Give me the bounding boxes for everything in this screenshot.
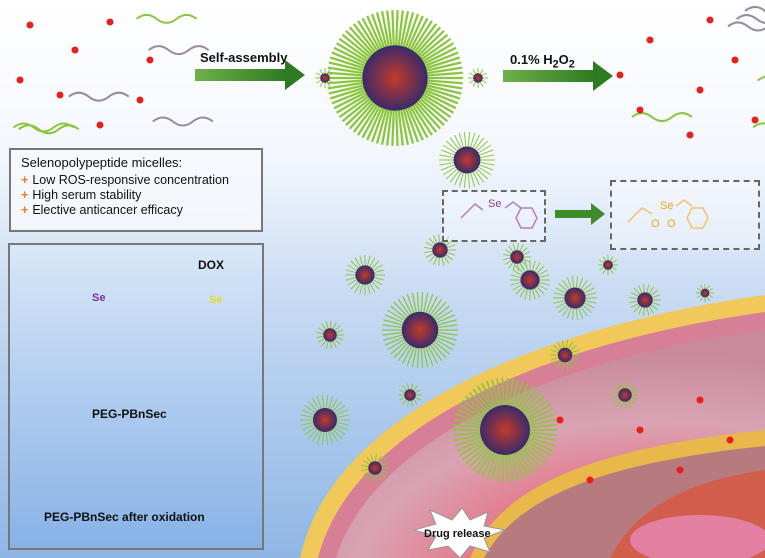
reaction-o1: O xyxy=(651,218,660,230)
reaction-se-after: Se xyxy=(660,200,673,212)
dox-dot xyxy=(637,427,644,434)
micelle xyxy=(439,132,495,188)
dox-dot xyxy=(557,417,564,424)
dox-dot xyxy=(697,87,704,94)
feature-item: + High serum stability xyxy=(21,188,251,203)
dox-dot xyxy=(57,92,64,99)
dox-dot xyxy=(687,132,694,139)
reaction-arrow xyxy=(555,203,605,225)
micelle xyxy=(345,255,385,295)
polymer-chain xyxy=(728,22,765,30)
dox-dot xyxy=(637,107,644,114)
micelle xyxy=(315,68,335,88)
dox-dot xyxy=(732,57,739,64)
drug-release-label: Drug release xyxy=(424,528,491,540)
dox-dot xyxy=(137,97,144,104)
plus-icon: + xyxy=(21,188,28,202)
polymer-chain xyxy=(632,113,692,121)
feature-item: + Low ROS-responsive concentration xyxy=(21,173,251,188)
micelle xyxy=(327,10,463,146)
polymer-chain xyxy=(19,125,79,133)
feature-text: Low ROS-responsive concentration xyxy=(32,173,229,187)
dox-dot xyxy=(97,122,104,129)
micelle xyxy=(598,255,618,275)
features-box: Selenopolypeptide micelles: + Low ROS-res… xyxy=(9,148,263,232)
legend-box xyxy=(8,243,264,550)
dox-label: DOX xyxy=(198,258,224,272)
micelle xyxy=(696,284,714,302)
oxidant-text-end: O xyxy=(559,52,569,67)
dox-dot xyxy=(752,117,759,124)
oxidant-text: 0.1% H xyxy=(510,52,553,67)
feature-item: + Elective anticancer efficacy xyxy=(21,203,251,218)
dox-dot xyxy=(677,467,684,474)
polymer-chain xyxy=(753,123,765,131)
polymer-chain xyxy=(137,15,197,23)
plus-icon: + xyxy=(21,203,28,217)
feature-text: High serum stability xyxy=(32,188,141,202)
dox-dot xyxy=(647,37,654,44)
dox-dot xyxy=(147,57,154,64)
polymer-chain xyxy=(745,7,765,15)
micelle xyxy=(553,276,597,320)
micelle xyxy=(316,321,344,349)
se-label: Se xyxy=(92,292,105,304)
dox-dot xyxy=(27,22,34,29)
feature-text: Elective anticancer efficacy xyxy=(32,203,183,217)
polymer-label: PEG-PBnSec xyxy=(92,407,167,421)
reaction-se-before: Se xyxy=(488,198,501,210)
micelle xyxy=(468,68,488,88)
dox-dot xyxy=(107,19,114,26)
polymer-chain xyxy=(69,93,129,101)
se-oxidized-label: Se xyxy=(209,294,222,306)
reaction-o2: O xyxy=(667,218,676,230)
dox-dot xyxy=(697,397,704,404)
polymer-chain xyxy=(153,118,213,126)
micelle xyxy=(398,383,422,406)
dox-dot xyxy=(707,17,714,24)
oxidized-polymer-label: PEG-PBnSec after oxidation xyxy=(44,510,205,524)
micelle xyxy=(300,395,350,445)
self-assembly-label: Self-assembly xyxy=(200,50,287,65)
dox-dot xyxy=(587,477,594,484)
dox-dot xyxy=(727,437,734,444)
plus-icon: + xyxy=(21,173,28,187)
micelle xyxy=(629,284,661,316)
selenone-box xyxy=(610,180,760,250)
oxidant-label: 0.1% H2O2 xyxy=(510,52,575,71)
dox-dot xyxy=(72,47,79,54)
micelle xyxy=(510,260,550,300)
micelle xyxy=(382,292,458,368)
oxidant-subscript-2: 2 xyxy=(569,59,575,71)
dox-dot xyxy=(617,72,624,79)
dox-dot xyxy=(17,77,24,84)
features-title: Selenopolypeptide micelles: xyxy=(21,155,251,170)
polymer-chain xyxy=(758,77,765,85)
